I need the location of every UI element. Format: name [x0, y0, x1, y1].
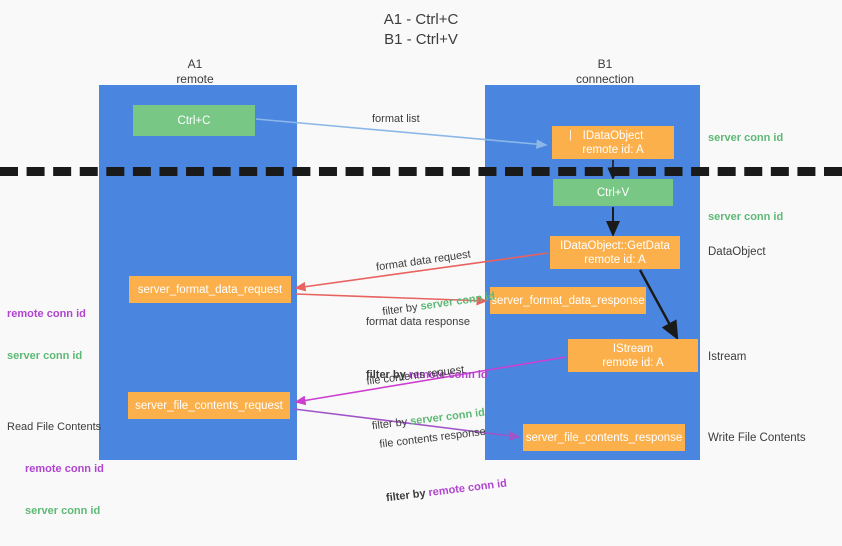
node-ctrl-c[interactable]: Ctrl+C: [133, 105, 255, 136]
column-header-a1: A1 remote: [176, 57, 214, 86]
edge-label-file-contents-response-line1: file contents response: [378, 425, 487, 451]
node-server-format-data-request[interactable]: server_format_data_request: [129, 276, 291, 303]
edge-label-file-contents-response-filter: filter by remote conn id: [385, 477, 508, 507]
side-label-server-conn-id: server conn id: [7, 350, 83, 362]
node-server-file-contents-request[interactable]: server_file_contents_request: [128, 392, 290, 419]
edge-label-format-data-response-line1: format data response: [366, 316, 470, 328]
edge-label-format-data-response-filter: filter by remote conn id: [366, 368, 488, 383]
side-label-dataobject: DataObject: [708, 246, 766, 258]
diagram-canvas: A1 - Ctrl+C B1 - Ctrl+V A1 remote B1 con…: [0, 11, 842, 517]
edge-label-file-contents-response: file contents response filter by remote …: [375, 393, 511, 536]
edge-label-format-list: format list: [372, 113, 420, 125]
side-label-remote-conn-id: remote conn id: [7, 308, 86, 320]
phase-divider: [0, 167, 842, 176]
filter-prefix: filter by: [366, 369, 409, 381]
side-label-remote-conn-id: remote conn id: [25, 463, 104, 475]
node-istream[interactable]: IStream remote id: A: [568, 339, 698, 372]
side-label-read-file-contents: Read File Contents: [7, 421, 102, 433]
node-idataobject-label: IDataObject remote id: A: [582, 129, 644, 156]
edge-label-file-contents-request-line1: file contents request: [365, 363, 465, 388]
edge-label-format-data-response: format data response filter by remote co…: [366, 285, 488, 413]
side-label-conn-ids-top: remote conn id server conn id: [7, 279, 86, 391]
node-idataobject-getdata[interactable]: IDataObject::GetData remote id: A: [550, 236, 680, 269]
side-label-server-conn-id-mid: server conn id: [708, 211, 784, 223]
page-title: A1 - Ctrl+C B1 - Ctrl+V: [383, 11, 459, 48]
node-server-format-data-response[interactable]: server_format_data_response: [490, 287, 646, 314]
node-server-file-contents-response[interactable]: server_file_contents_response: [523, 424, 685, 451]
column-header-b1: B1 connection: [575, 57, 635, 86]
side-label-write-file-contents: Write File Contents: [708, 432, 806, 444]
filter-prefix: filter by: [385, 487, 430, 505]
node-ctrl-v[interactable]: Ctrl+V: [553, 179, 673, 206]
side-label-server-conn-id: server conn id: [25, 505, 101, 517]
side-label-read-file-contents-group: Read File Contents remote conn id server…: [7, 392, 104, 546]
node-idataobject[interactable]: IDataObject remote id: A |: [552, 126, 674, 159]
side-label-server-conn-id-top: server conn id: [708, 132, 784, 144]
text-caret-icon: |: [569, 129, 572, 141]
side-label-istream: Istream: [708, 351, 747, 363]
filter-value-remote-conn-id: remote conn id: [408, 369, 488, 381]
edge-label-format-data-request-line1: format data request: [375, 248, 472, 274]
filter-value-remote-conn-id: remote conn id: [427, 477, 508, 500]
